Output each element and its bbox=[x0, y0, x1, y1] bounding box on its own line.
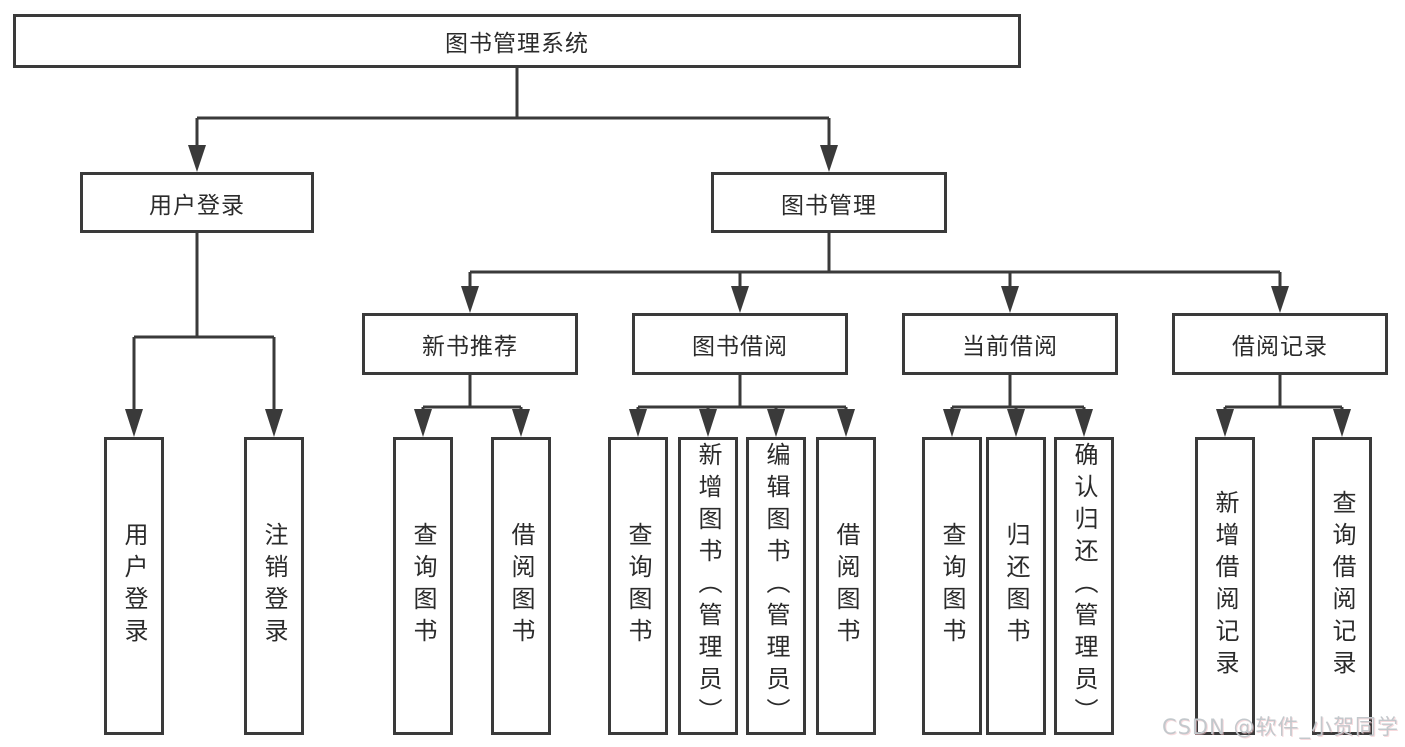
node-user-login: 用户登录 bbox=[80, 172, 314, 233]
leaf-query-books-current-label: 查询图书 bbox=[938, 522, 966, 650]
leaf-add-books-admin-label: 新增图书（管理员） bbox=[694, 442, 722, 730]
node-book-management-label: 图书管理 bbox=[781, 192, 877, 219]
node-new-book-recommend-label: 新书推荐 bbox=[422, 334, 518, 360]
leaf-add-borrow-record-label: 新增借阅记录 bbox=[1211, 490, 1239, 682]
node-borrowing-records: 借阅记录 bbox=[1172, 313, 1388, 375]
leaf-return-books: 归还图书 bbox=[986, 437, 1046, 735]
node-book-borrowing: 图书借阅 bbox=[632, 313, 848, 375]
leaf-edit-books-admin-label: 编辑图书（管理员） bbox=[762, 442, 790, 730]
node-current-borrowing-label: 当前借阅 bbox=[962, 334, 1058, 360]
leaf-borrow-books-recommend-label: 借阅图书 bbox=[507, 522, 535, 650]
leaf-query-borrow-record: 查询借阅记录 bbox=[1312, 437, 1372, 735]
leaf-edit-books-admin: 编辑图书（管理员） bbox=[746, 437, 806, 735]
leaf-logout-label: 注销登录 bbox=[260, 522, 288, 650]
node-borrowing-records-label: 借阅记录 bbox=[1232, 334, 1328, 360]
leaf-query-borrow-record-label: 查询借阅记录 bbox=[1328, 490, 1356, 682]
leaf-add-borrow-record: 新增借阅记录 bbox=[1195, 437, 1255, 735]
leaf-borrow-books-borrowing-label: 借阅图书 bbox=[832, 522, 860, 650]
node-library-system: 图书管理系统 bbox=[13, 14, 1021, 68]
arrowheads bbox=[125, 145, 1351, 437]
node-library-system-label: 图书管理系统 bbox=[445, 31, 589, 57]
csdn-watermark: CSDN @软件_小贺同学 bbox=[1161, 715, 1399, 739]
leaf-add-books-admin: 新增图书（管理员） bbox=[678, 437, 738, 735]
leaf-query-books-borrowing: 查询图书 bbox=[608, 437, 668, 735]
node-user-login-label: 用户登录 bbox=[149, 192, 245, 219]
leaf-return-books-label: 归还图书 bbox=[1002, 522, 1030, 650]
leaf-borrow-books-recommend: 借阅图书 bbox=[491, 437, 551, 735]
node-book-borrowing-label: 图书借阅 bbox=[692, 334, 788, 360]
leaf-confirm-return-admin-label: 确认归还（管理员） bbox=[1070, 442, 1098, 730]
leaf-confirm-return-admin: 确认归还（管理员） bbox=[1054, 437, 1114, 735]
leaf-user-login: 用户登录 bbox=[104, 437, 164, 735]
leaf-query-books-borrowing-label: 查询图书 bbox=[624, 522, 652, 650]
node-current-borrowing: 当前借阅 bbox=[902, 313, 1118, 375]
leaf-user-login-label: 用户登录 bbox=[120, 522, 148, 650]
leaf-borrow-books-borrowing: 借阅图书 bbox=[816, 437, 876, 735]
leaf-query-books-recommend-label: 查询图书 bbox=[409, 522, 437, 650]
leaf-query-books-current: 查询图书 bbox=[922, 437, 982, 735]
node-new-book-recommend: 新书推荐 bbox=[362, 313, 578, 375]
node-book-management: 图书管理 bbox=[711, 172, 947, 233]
leaf-query-books-recommend: 查询图书 bbox=[393, 437, 453, 735]
leaf-logout: 注销登录 bbox=[244, 437, 304, 735]
